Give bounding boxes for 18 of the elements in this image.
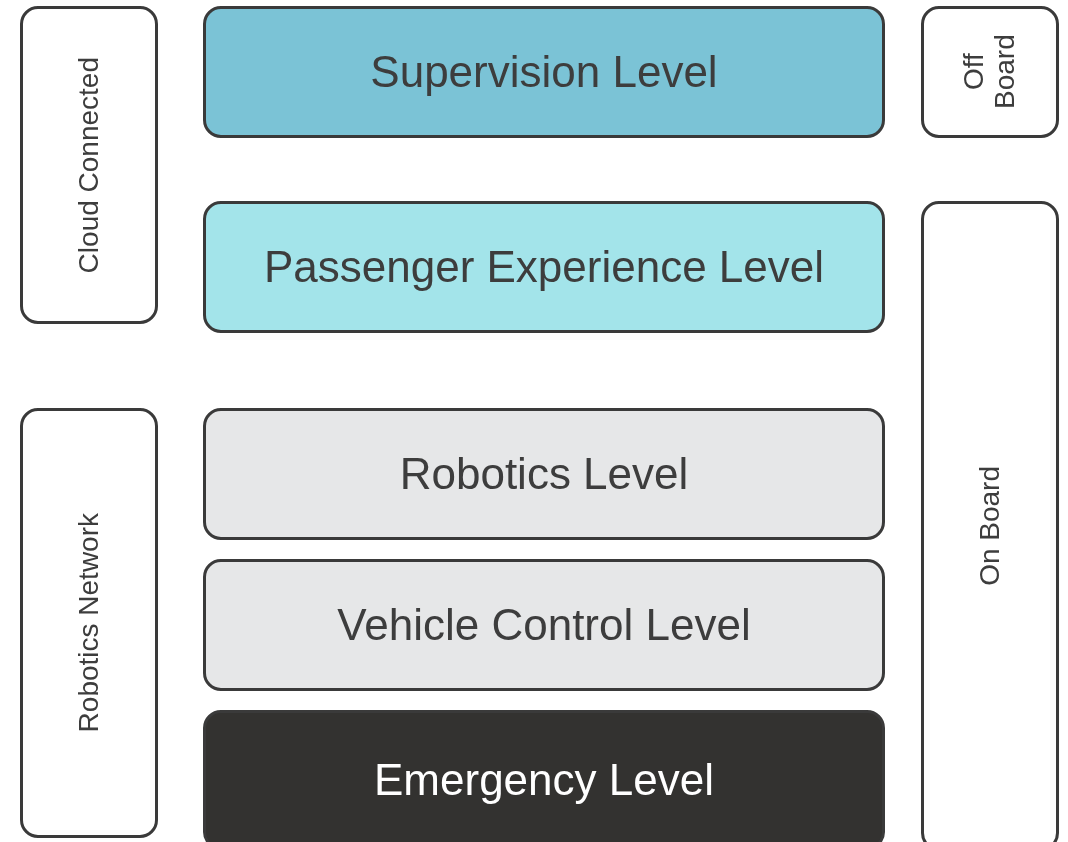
level-box [203,408,885,540]
band-label: Off Board [959,33,1021,112]
level-box [203,710,885,842]
level-label: Emergency Level [374,755,714,805]
band-label: Robotics Network [73,513,105,733]
level-box [203,559,885,691]
side-band [20,408,158,838]
side-band [921,201,1059,842]
level-label: Robotics Level [399,449,689,499]
level-label: Supervision Level [370,47,718,97]
band-label: Cloud Connected [73,56,105,274]
side-band [20,6,158,324]
level-box [203,6,885,138]
side-band [921,6,1059,138]
level-box [203,201,885,333]
level-label: Passenger Experience Level [263,242,825,292]
band-label: On Board [974,466,1006,586]
level-label: Vehicle Control Level [337,600,751,650]
